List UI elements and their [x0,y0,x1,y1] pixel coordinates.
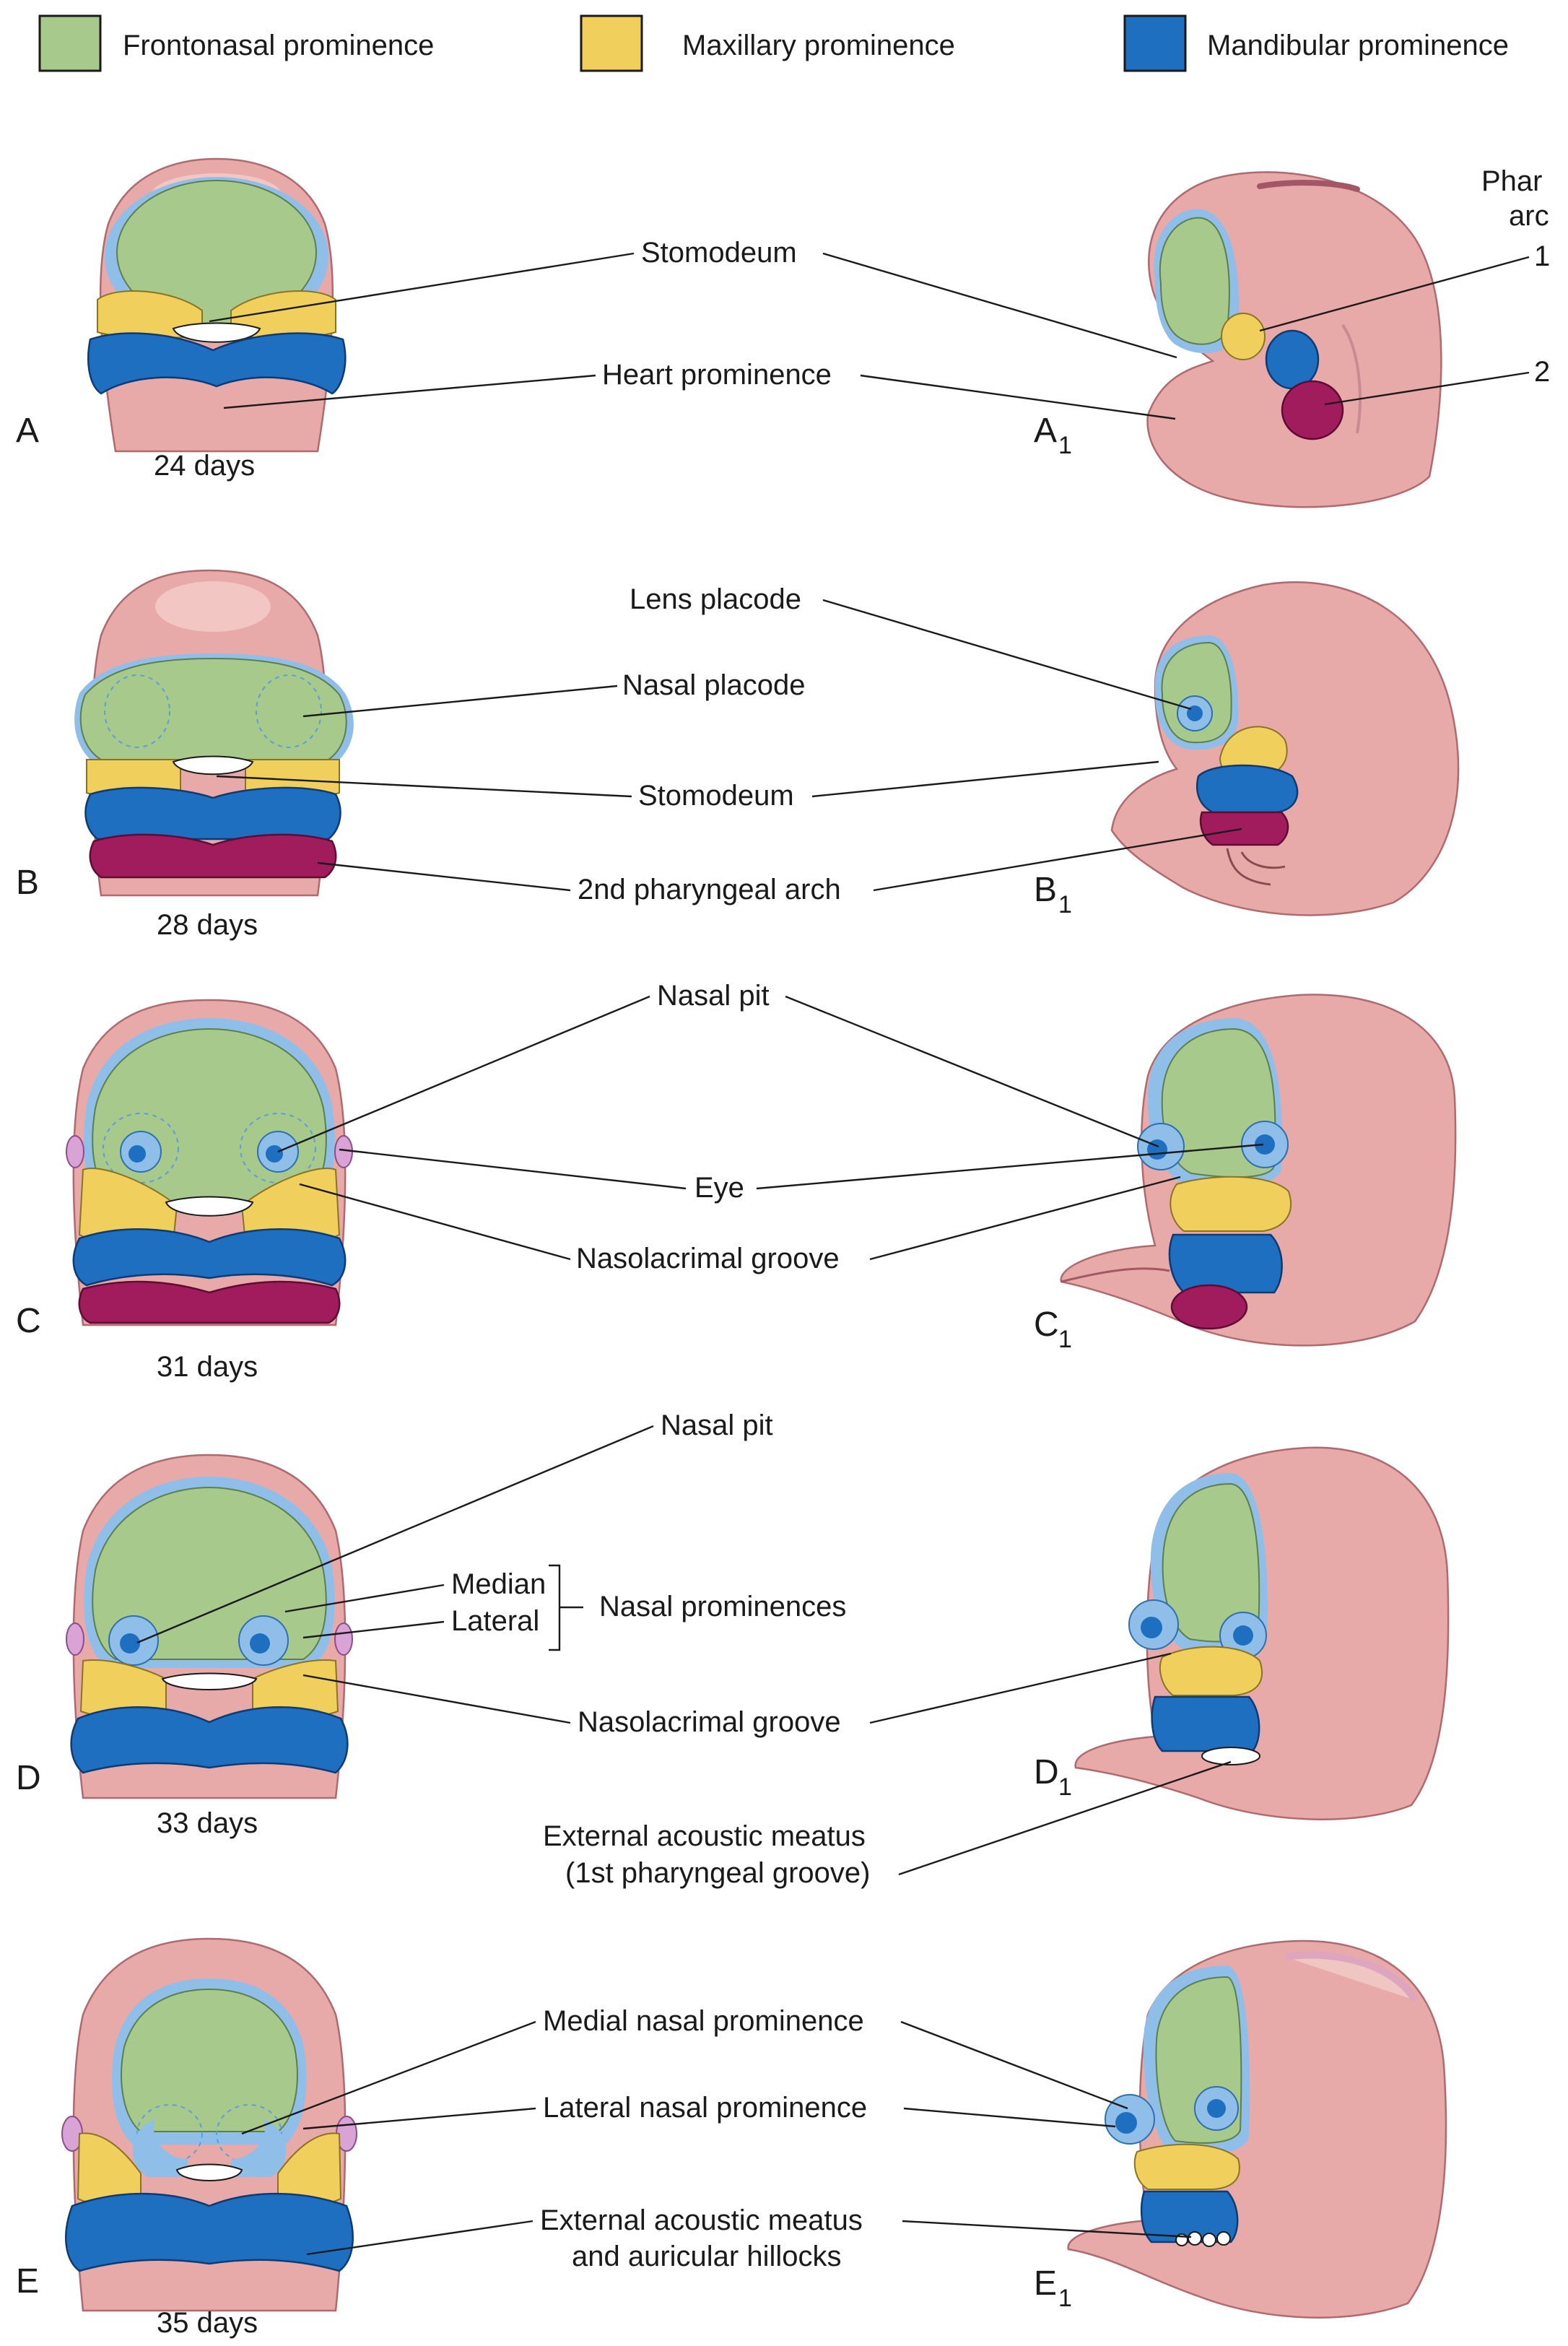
leader-second-arch-left [317,861,571,892]
panel-d-days: 33 days [157,1807,258,1839]
panel-a-days: 24 days [154,450,255,482]
label-ext-meatus-line1: External acoustic meatus [543,1820,866,1852]
leader-medial-nasal-right [900,2020,1128,2110]
leader-nasolacrimal-d-right [869,1652,1172,1724]
legend-label-maxillary: Maxillary prominence [682,30,955,61]
label-lens-placode: Lens placode [630,583,801,615]
leader-eye-right [756,1143,1264,1190]
leader-ext-meatus [898,1760,1232,1876]
panel-c1-letter: C [1034,1305,1059,1344]
label-nasal-prominences: Nasal prominences [599,1591,846,1622]
leader-heart-right [860,374,1176,420]
leader-nasolacrimal-c-left [299,1183,571,1261]
leader-nasolacrimal-c-right [869,1176,1181,1261]
label-arch-2: 2 [1534,356,1550,388]
legend-swatch-mandibular [1123,14,1187,72]
leader-eye-left [339,1148,687,1190]
panel-c-letter: C [16,1302,41,1340]
leader-stomodeum-a-left [209,252,635,323]
leader-stomodeum-a-right [822,252,1177,359]
label-ext-meatus-line2: (1st pharyngeal groove) [565,1857,870,1889]
label-stomodeum-a: Stomodeum [641,237,797,269]
leader-stomodeum-b-left [216,775,632,798]
leader-lateral [302,1620,445,1639]
label-lateral-nasal-prominence: Lateral nasal prominence [543,2092,867,2124]
label-pharyngeal-line2: arc [1509,200,1549,232]
panel-a-frontal [87,157,347,453]
label-ext-hillocks-line2: and auricular hillocks [572,2241,842,2272]
legend-label-frontonasal: Frontonasal prominence [123,30,434,61]
panel-b-frontal [74,569,354,897]
leader-medial-nasal-left [241,2020,536,2135]
legend-swatch-maxillary [580,14,643,72]
panel-c-days: 31 days [157,1351,258,1383]
panel-e-frontal [61,1937,357,2312]
panel-a1-lateral [1146,171,1442,508]
panel-b1-lateral [1110,581,1460,916]
panel-b1-sub: 1 [1058,891,1072,918]
label-median: Median [451,1568,546,1600]
leader-nasal-pit-c-left [277,995,650,1153]
panel-d-letter: D [16,1759,41,1797]
panel-e-days: 35 days [157,2307,258,2339]
panel-b1-letter: B [1034,871,1057,909]
label-stomodeum-b: Stomodeum [638,780,794,812]
label-ext-hillocks-line1: External acoustic meatus [540,2204,863,2236]
legend-label-mandibular: Mandibular prominence [1207,30,1509,61]
label-second-pharyngeal-arch: 2nd pharyngeal arch [578,874,841,905]
panel-e1-sub: 1 [1058,2285,1072,2312]
panel-a1-sub: 1 [1058,432,1072,459]
panel-b-days: 28 days [157,909,258,941]
panel-c1-lateral [1060,994,1457,1347]
leader-median [284,1583,445,1613]
label-pharyngeal-line1: Phar [1481,165,1543,197]
leader-heart-left [223,374,596,409]
legend-swatch-frontonasal [38,14,102,72]
label-nasal-placode: Nasal placode [622,669,806,701]
leader-lateral-nasal-left [302,2107,536,2130]
label-lateral: Lateral [451,1605,539,1637]
panel-a1-letter: A [1034,412,1057,450]
panel-c-frontal [66,999,353,1326]
panel-c1-sub: 1 [1058,1326,1072,1353]
leader-lens-placode [822,599,1192,711]
panel-b-letter: B [16,864,39,902]
panel-d-frontal [66,1454,353,1799]
label-nasolacrimal-groove-c: Nasolacrimal groove [576,1243,840,1274]
leader-ext-hillocks-left [306,2220,533,2256]
label-medial-nasal-prominence: Medial nasal prominence [543,2005,864,2037]
panel-d1-lateral [1074,1446,1450,1820]
panel-e1-letter: E [1034,2264,1057,2303]
label-nasal-pit-d: Nasal pit [661,1409,773,1441]
label-eye: Eye [694,1172,744,1204]
label-arch-1: 1 [1534,240,1550,272]
leader-nasal-placode [302,685,618,718]
label-heart-prominence: Heart prominence [602,359,832,391]
leader-second-arch-right [873,827,1242,892]
bracket-nasal-prominences [549,1564,561,1651]
legend: Frontonasal prominence Maxillary promine… [38,14,1509,72]
leader-arch-1 [1259,256,1530,332]
label-nasal-pit-c: Nasal pit [657,980,770,1012]
leader-nasal-pit-d [136,1425,654,1644]
leader-arch-2 [1324,371,1530,406]
leader-stomodeum-b-right [811,760,1159,798]
panel-a-letter: A [16,412,39,450]
leader-ext-hillocks-right [902,2220,1192,2238]
panel-d1-sub: 1 [1058,1773,1072,1801]
leader-lateral-nasal-right [903,2107,1116,2128]
panel-d1-letter: D [1034,1753,1059,1791]
label-nasolacrimal-groove-d: Nasolacrimal groove [578,1706,841,1738]
leader-nasal-pit-c-right [785,995,1159,1148]
panel-e-letter: E [16,2262,39,2301]
panel-e1-lateral [1067,1939,1447,2319]
leader-nasolacrimal-d-left [302,1674,571,1724]
